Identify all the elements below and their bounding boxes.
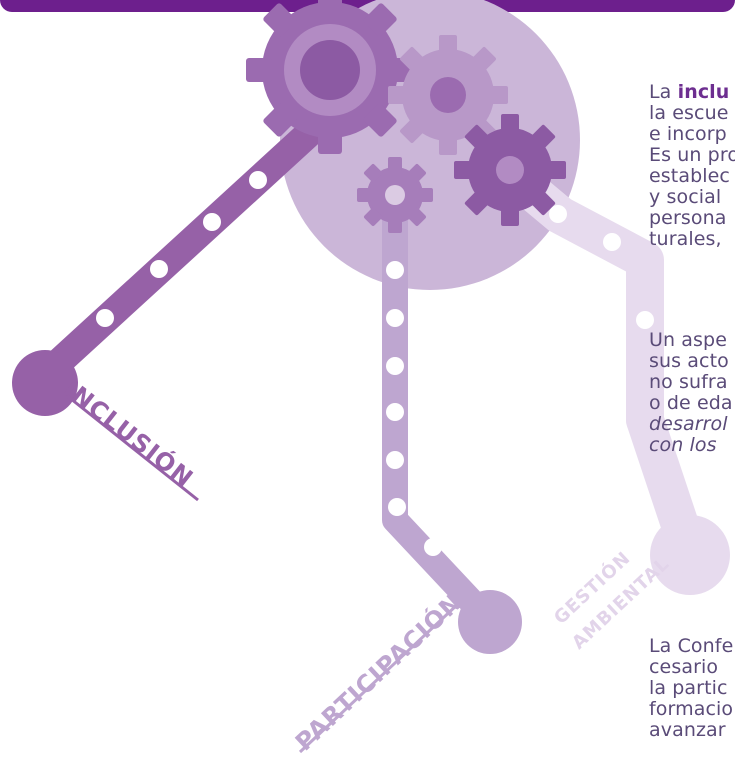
p2-line-1: Un aspe (649, 329, 727, 351)
p2-line-2: sus acto (649, 350, 729, 372)
inclusion-underline (65, 393, 199, 502)
participation-end-node (458, 590, 522, 654)
gear-large-icon (246, 0, 414, 154)
p2-line-5: desarrol (649, 413, 728, 435)
p3-line-3: la partic (649, 677, 728, 699)
inclusion-end-node (12, 350, 78, 416)
p1-line-1: La inclu (649, 81, 730, 103)
p2-line-3: no sufra (649, 371, 728, 393)
p2-line-6: con los (649, 434, 717, 456)
participation-label: PARTICIPACIÓN (289, 586, 468, 756)
p1-line-6: y social (649, 186, 722, 208)
gear-medium-icon (388, 35, 508, 155)
gear-dark-icon (454, 114, 566, 226)
participation-dots (386, 261, 442, 556)
p1-line-8: turales, (649, 228, 722, 250)
text-paragraph-2: Un aspe sus acto no sufra o de eda desar… (649, 330, 733, 456)
p1-line-4: Es un pro (649, 144, 735, 166)
p3-line-1: La Confe (649, 635, 734, 657)
p1-line-2: la escue (649, 102, 729, 124)
environment-dots (549, 205, 654, 329)
p3-line-4: formacio (649, 698, 734, 720)
inclusion-label: INCLUSIÓN (58, 373, 200, 493)
p2-line-4: o de eda (649, 392, 733, 414)
text-paragraph-3: La Confe cesario la partic formacio avan… (649, 636, 733, 741)
text-paragraph-1: La inclu la escue e incorp Es un pro est… (649, 82, 735, 250)
participation-path (382, 187, 483, 613)
gear-small-icon (357, 157, 433, 233)
p1-line-5: establec (649, 165, 730, 187)
p3-line-5: avanzar (649, 719, 726, 741)
participation-underline (298, 602, 460, 754)
p1-line-3: e incorp (649, 123, 727, 145)
p1-line-7: persona (649, 207, 727, 229)
inclusion-dots (96, 171, 267, 327)
p3-line-2: cesario (649, 656, 719, 678)
inclusion-path (31, 91, 354, 389)
